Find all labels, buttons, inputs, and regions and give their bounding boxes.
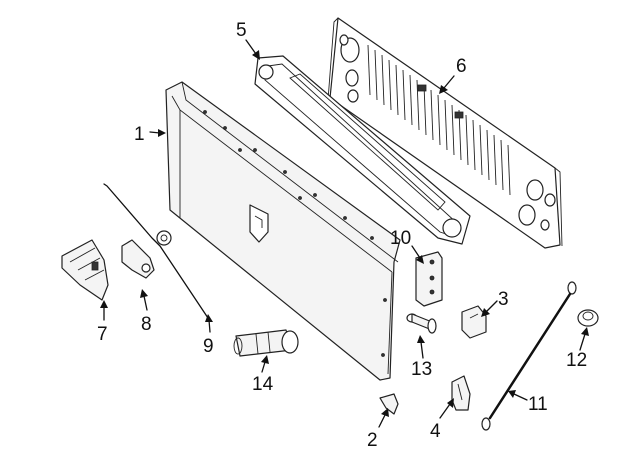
lock-cylinder-part (233, 329, 299, 357)
callout-labels: 1 2 3 4 5 6 7 8 9 10 11 12 13 14 (97, 20, 587, 451)
callout-3: 3 (498, 289, 509, 310)
support-cable-part (481, 281, 577, 431)
callout-8: 8 (141, 314, 152, 335)
callout-12: 12 (566, 350, 587, 371)
callout-2: 2 (367, 430, 378, 451)
callout-14: 14 (252, 374, 274, 395)
striker-bracket-part (451, 375, 471, 411)
latch-lever-part (121, 239, 155, 279)
seal-frame-part (254, 55, 471, 245)
callout-1: 1 (134, 124, 145, 145)
callout-4: 4 (430, 421, 441, 442)
cable-stud-part (577, 309, 599, 327)
callout-13: 13 (411, 359, 432, 380)
inner-panel-part (327, 17, 563, 249)
hinge-bracket-part (415, 251, 443, 307)
latch-rod-part (103, 183, 209, 319)
leader-lines (100, 39, 589, 428)
callout-9: 9 (203, 336, 214, 357)
bumper-part (461, 305, 487, 339)
handle-bracket-part (61, 239, 109, 301)
bushing-part (379, 393, 399, 415)
callout-5: 5 (236, 20, 247, 41)
callout-6: 6 (456, 56, 467, 77)
callout-7: 7 (97, 324, 108, 345)
tailgate-shell-part (165, 81, 401, 381)
pivot-bolt-part (406, 313, 437, 334)
callout-11: 11 (528, 394, 548, 415)
callout-10: 10 (390, 228, 411, 249)
